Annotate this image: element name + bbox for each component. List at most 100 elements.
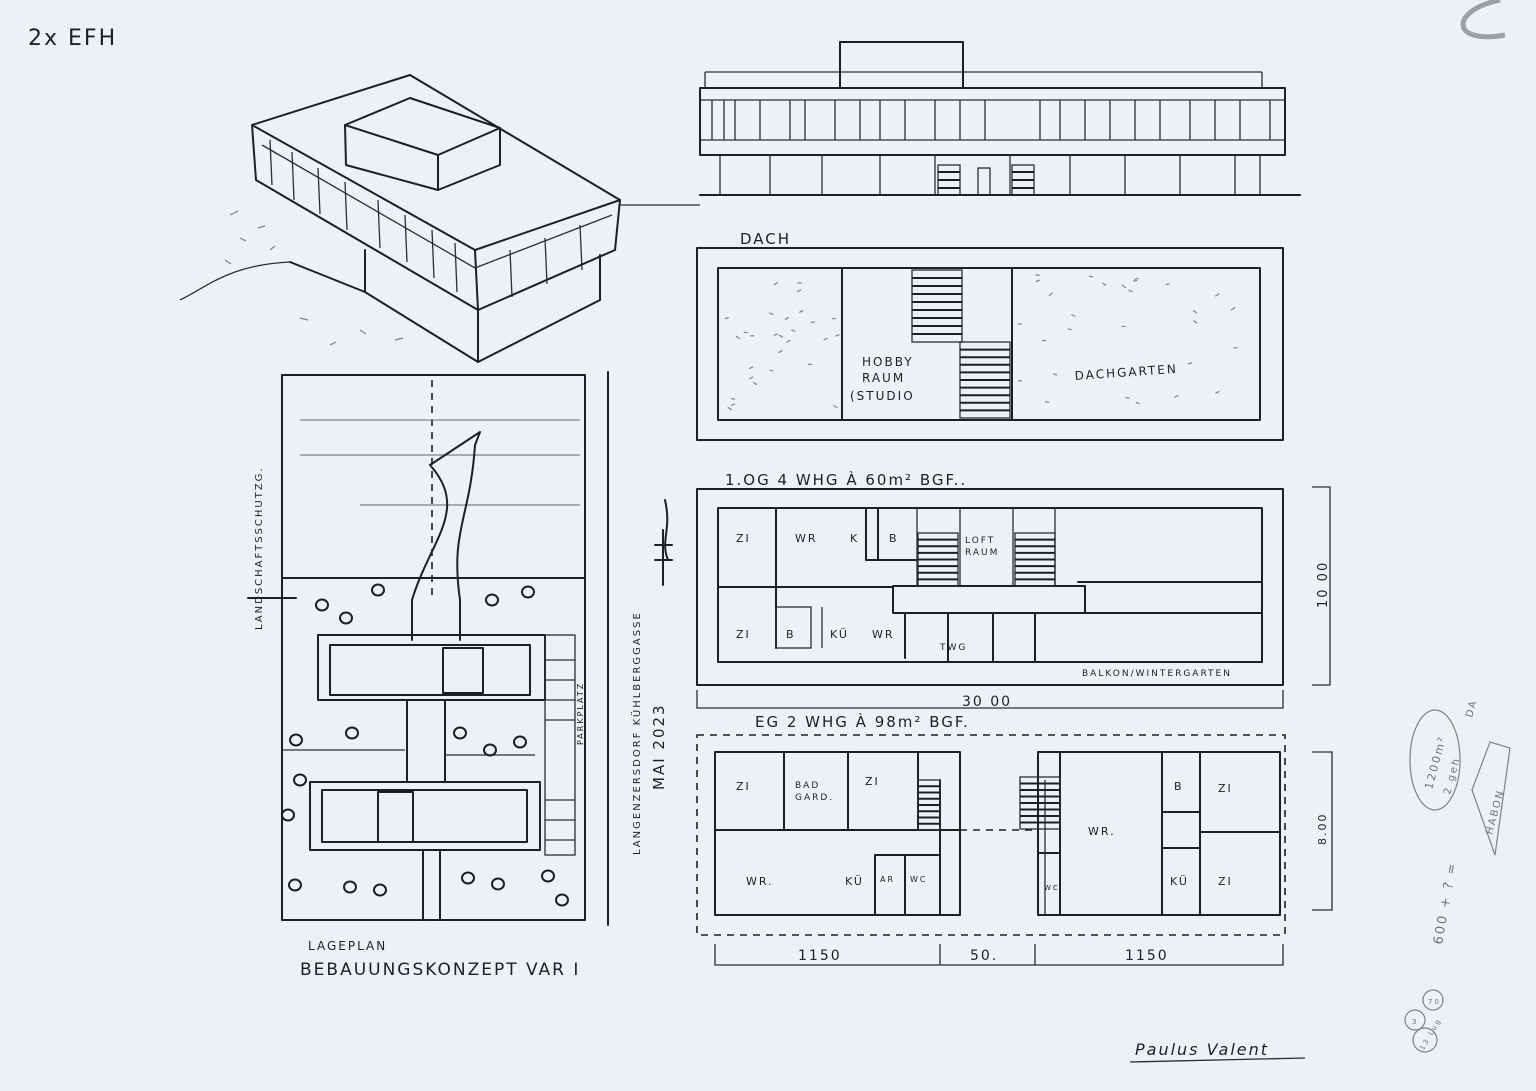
tree-icon	[454, 728, 466, 739]
loft-label: LOFT	[965, 536, 995, 546]
room-label: WR.	[746, 875, 774, 888]
corner-note: 2x EFH	[28, 26, 117, 51]
room-label: ZI	[736, 532, 751, 545]
room-label: WR	[795, 532, 818, 545]
garden-speckle	[1042, 340, 1046, 341]
tree-icon	[282, 810, 294, 821]
width-dimension: 30 00	[962, 694, 1012, 710]
garden-speckle	[835, 335, 839, 337]
tree-icon	[290, 735, 302, 746]
margin-notes: 1200m² 2 geh DA HABON 600 + ? = 70 3 13 …	[1405, 698, 1510, 1052]
room-label: ZI	[1218, 782, 1233, 795]
garden-speckle	[774, 334, 778, 335]
garden-speckle	[1129, 290, 1133, 292]
garden-speckle	[1231, 307, 1235, 310]
garden-speckle	[1045, 401, 1049, 402]
depth-dimension: 10 00	[1316, 561, 1331, 608]
room-label: ZI	[1218, 875, 1233, 888]
garden-speckle	[1174, 396, 1178, 398]
garden-speckle	[824, 338, 828, 340]
room-label: KÜ	[830, 628, 849, 641]
garden-speckle	[769, 370, 773, 371]
garden-speckle	[1102, 283, 1106, 285]
room-label: B	[1174, 780, 1184, 793]
dimension-label: 1150	[1125, 948, 1169, 964]
circle-note: 70	[1428, 998, 1441, 1006]
area-note: 2 geh	[1442, 756, 1463, 796]
garden-speckle	[791, 330, 795, 332]
tree-icon	[374, 885, 386, 896]
room-label: B	[889, 532, 899, 545]
site-plan-subtitle: BEBAUUNGSKONZEPT VAR I	[300, 960, 580, 980]
garden-speckle	[731, 399, 735, 400]
room-label: TWG	[939, 643, 967, 653]
room-label: ZI	[736, 628, 751, 641]
garden-speckle	[749, 367, 753, 369]
room-label: WC	[1044, 884, 1060, 892]
room-label: WR	[872, 628, 895, 641]
garden-speckle	[1053, 374, 1057, 375]
garden-speckle	[1126, 398, 1130, 399]
tree-icon	[462, 873, 474, 884]
garden-speckle	[1188, 363, 1192, 364]
date-label: MAI 2023	[650, 703, 668, 790]
upper-floor-title: 1.OG 4 WHG À 60m² BGF..	[725, 470, 967, 489]
site-plan: LANDSCHAFTSSCHUTZG. PARKPLATZ LANGENZERS…	[248, 372, 672, 980]
garden-speckle	[725, 318, 729, 319]
garden-speckle	[1135, 278, 1139, 279]
front-elevation	[700, 42, 1300, 195]
signature: Paulus Valent	[1135, 1040, 1269, 1059]
room-label: ZI	[865, 775, 880, 788]
hobby-room-label: (STUDIO	[850, 389, 915, 403]
garden-speckle	[1215, 391, 1219, 393]
tree-icon	[294, 775, 306, 786]
garden-speckle	[774, 282, 778, 285]
garden-speckle	[1071, 315, 1075, 317]
upper-floor-plan: 1.OG 4 WHG À 60m² BGF.. ZI WR K B LOFT R…	[697, 470, 1331, 710]
room-label: B	[786, 628, 796, 641]
tree-icon	[486, 595, 498, 606]
room-label: ZI	[736, 780, 751, 793]
garden-speckle	[1166, 284, 1170, 285]
tree-icon	[542, 871, 554, 882]
tree-icon	[556, 895, 568, 906]
north-arrow-icon	[655, 500, 672, 585]
street-label: LANGENZERSDORF KÜHLBERGGASSE	[630, 611, 643, 855]
loft-label: RAUM	[965, 548, 999, 558]
hobby-room-label: RAUM	[862, 371, 905, 385]
tree-icon	[492, 879, 504, 890]
garden-speckle	[785, 317, 789, 319]
garden-speckle	[1133, 280, 1137, 281]
room-label: WC	[910, 875, 928, 884]
tree-icon	[340, 613, 352, 624]
depth-dimension: 8.00	[1316, 813, 1329, 846]
garden-speckle	[769, 313, 773, 315]
garden-speckle	[1122, 285, 1126, 288]
garden-speckle	[833, 405, 837, 407]
room-label: KÜ	[1170, 875, 1189, 888]
garden-speckle	[797, 290, 801, 292]
garden-speckle	[749, 377, 753, 379]
site-plan-title: LAGEPLAN	[308, 939, 387, 953]
garden-speckle	[753, 382, 757, 384]
garden-speckle	[731, 404, 735, 406]
tree-icon	[514, 737, 526, 748]
parking-label: PARKPLATZ	[576, 682, 585, 745]
area-note: DA	[1464, 698, 1479, 719]
circle-note: 13 Lug	[1418, 1017, 1443, 1052]
room-label: BAD	[795, 781, 820, 791]
dimension-label: 50.	[970, 948, 998, 964]
tree-icon	[289, 880, 301, 891]
room-label: WR.	[1088, 825, 1116, 838]
tree-icon	[316, 600, 328, 611]
tree-icon	[372, 585, 384, 596]
tree-icon	[346, 728, 358, 739]
garden-speckle	[779, 335, 783, 337]
garden-speckle	[1193, 321, 1197, 324]
garden-speckle	[1049, 293, 1053, 296]
garden-speckle	[799, 310, 803, 312]
garden-speckle	[1215, 294, 1219, 297]
boxed-note: HABON	[1484, 788, 1507, 836]
roof-garden-label: DACHGARTEN	[1074, 362, 1178, 383]
garden-speckle	[778, 350, 782, 352]
